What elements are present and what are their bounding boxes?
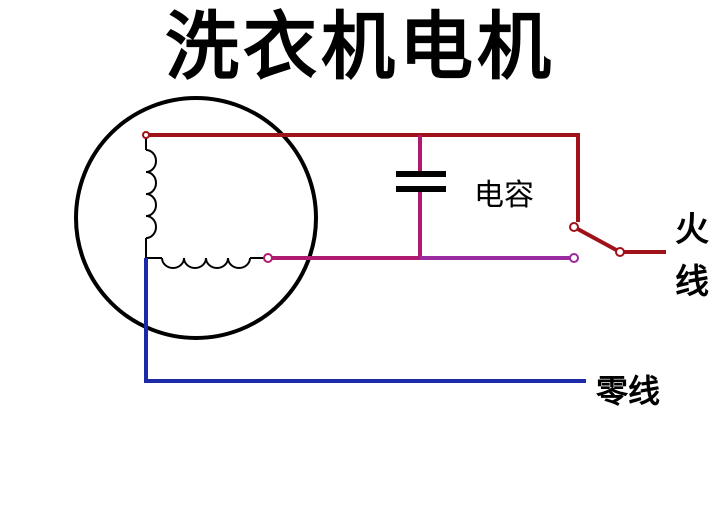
switch-contact-live — [615, 247, 625, 257]
switch-blade — [573, 225, 621, 254]
run-winding-terminal — [263, 253, 273, 263]
neutral-wire-label: 零线 — [596, 372, 661, 410]
run-winding-coil — [161, 257, 251, 269]
start-winding-coil — [145, 149, 157, 239]
capacitor-label: 电容 — [474, 178, 534, 213]
live-wire-top — [146, 133, 580, 222]
switch-contact-common — [569, 222, 579, 232]
switch-contact-run — [569, 253, 579, 263]
live-top-terminal — [142, 131, 150, 139]
motor-housing — [74, 96, 318, 340]
diagram-title: 洗衣机电机 — [165, 4, 555, 90]
neutral-wire — [144, 258, 586, 383]
live-wire-label: 火线 — [675, 210, 709, 302]
